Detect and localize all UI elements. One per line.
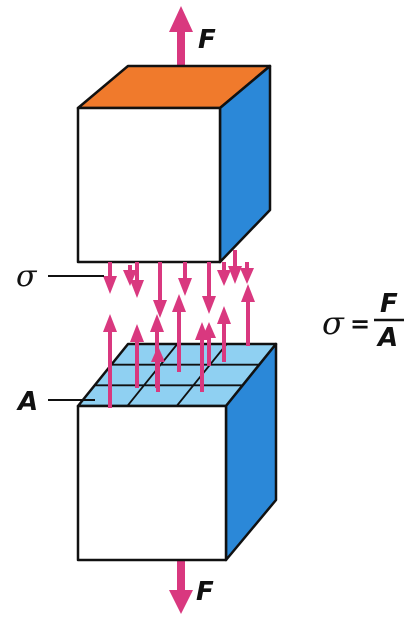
formula-numerator: F xyxy=(380,289,398,319)
bottom-force-arrow xyxy=(169,540,193,614)
down-arrow xyxy=(240,262,254,284)
down-arrow xyxy=(202,262,216,314)
top-force-arrow xyxy=(169,6,193,88)
stress-formula: σ = F A xyxy=(322,289,404,353)
bottom-force-arrow-head xyxy=(169,590,193,614)
up-arrow xyxy=(172,294,186,372)
formula-equals: = xyxy=(350,310,370,338)
bottom-block-front-face xyxy=(76,404,228,562)
down-arrow xyxy=(178,262,192,296)
formula-sigma: σ xyxy=(322,304,345,342)
up-arrow xyxy=(202,322,216,366)
up-arrow xyxy=(217,306,231,362)
up-arrow xyxy=(151,346,165,392)
downward-stress-arrows xyxy=(103,250,254,318)
down-arrow xyxy=(130,262,144,298)
down-arrow xyxy=(228,250,242,284)
formula-denominator: A xyxy=(376,323,398,353)
down-arrow xyxy=(217,262,231,286)
down-arrow xyxy=(153,262,167,318)
bottom-force-arrow-shaft xyxy=(177,540,185,596)
up-arrow xyxy=(130,324,144,388)
area-label: A xyxy=(16,387,38,417)
top-force-arrow-shaft xyxy=(177,28,185,88)
up-arrow xyxy=(103,314,117,408)
top-block-front-face xyxy=(76,106,222,264)
stress-label: σ xyxy=(16,259,38,294)
upward-stress-arrows xyxy=(103,284,255,408)
force-label-top: F xyxy=(198,25,216,55)
up-arrow xyxy=(241,284,255,346)
bottom-block xyxy=(76,342,278,562)
top-block xyxy=(76,64,272,264)
top-force-arrow-head xyxy=(169,6,193,32)
force-label-bottom: F xyxy=(196,577,214,607)
down-arrow xyxy=(103,262,117,294)
down-arrow xyxy=(123,265,137,286)
